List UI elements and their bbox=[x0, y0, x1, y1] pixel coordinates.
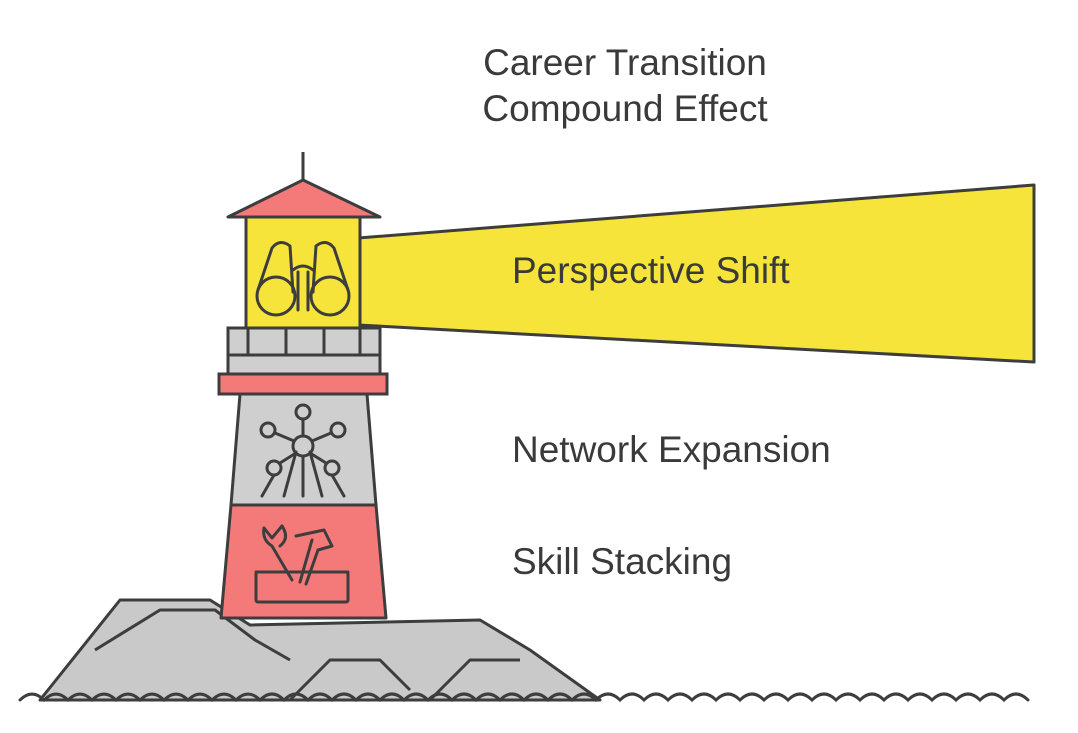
rocks bbox=[38, 598, 602, 702]
toolbox-icon bbox=[254, 524, 350, 604]
network-icon bbox=[259, 403, 347, 498]
title-line-2: Compound Effect bbox=[482, 88, 768, 129]
label-network-expansion: Network Expansion bbox=[512, 429, 831, 470]
label-skill-stacking: Skill Stacking bbox=[512, 541, 733, 582]
water-waves bbox=[18, 692, 1030, 703]
title-line-1: Career Transition bbox=[483, 42, 767, 83]
roof bbox=[226, 178, 382, 219]
tower-band bbox=[217, 372, 389, 396]
label-perspective-shift: Perspective Shift bbox=[512, 250, 790, 291]
gallery bbox=[226, 326, 382, 376]
binoculars-icon bbox=[255, 241, 351, 317]
